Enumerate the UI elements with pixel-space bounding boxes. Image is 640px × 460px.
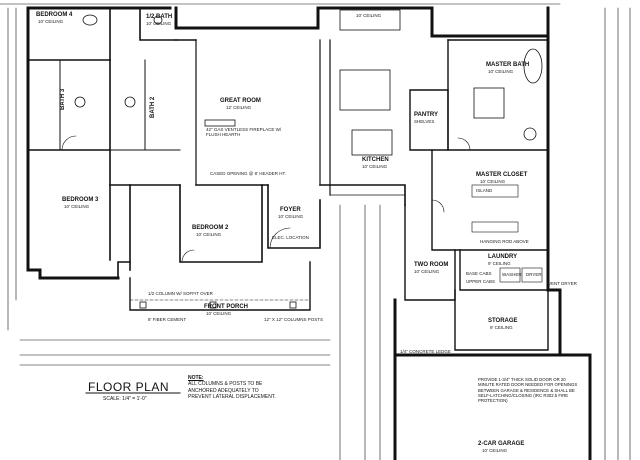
cased-opening-note: CASED OPENING @ 8' HEADER HT.: [210, 171, 286, 176]
bath3-label: BATH 3: [60, 88, 66, 110]
storage-label: STORAGE: [488, 318, 518, 324]
foyer-label: FOYER: [280, 207, 301, 213]
concrete-ledge-note: 1/4" CONCRETE LEDGE: [400, 349, 451, 354]
fiber-note: 8' FIBER CEMENT: [148, 317, 187, 322]
base-cabs-label: BASE CABS: [466, 271, 492, 276]
front-porch-ceiling: 10' CEILING: [206, 311, 232, 316]
garage-ceiling: 10' CEILING: [482, 448, 508, 453]
bedroom4-ceiling: 10' CEILING: [38, 19, 64, 24]
fireplace-note: 42" GAS VENTLESS FIREPLACE W/ FLUSH HEAR…: [206, 127, 282, 137]
master-bath-ceiling: 10' CEILING: [488, 69, 514, 74]
master-closet-label: MASTER CLOSET: [476, 172, 528, 178]
dining-ceiling: 10' CEILING: [356, 13, 382, 18]
foyer-ceiling: 10' CEILING: [278, 214, 304, 219]
two-room-ceiling: 10' CEILING: [414, 269, 440, 274]
bedroom2-label: BEDROOM 2: [192, 225, 229, 231]
great-room-label: GREAT ROOM: [220, 98, 261, 104]
kitchen-label: KITCHEN: [362, 157, 389, 163]
kitchen-ceiling: 10' CEILING: [362, 164, 388, 169]
bedroom3-ceiling: 10' CEILING: [64, 204, 90, 209]
pantry-label: PANTRY: [414, 112, 438, 118]
vent-dryer-label: VENT DRYER: [548, 281, 577, 286]
two-room-label: TWO ROOM: [414, 262, 449, 268]
dryer-label: DRYER: [526, 272, 542, 277]
front-porch-label: FRONT PORCH: [204, 304, 248, 310]
washer-label: WASHER: [502, 272, 522, 277]
bedroom2-ceiling: 10' CEILING: [196, 232, 222, 237]
island-label: ISLAND: [476, 188, 493, 193]
garage-door-note: PROVIDE 1-3/4" THICK SOLID DOOR OR 20 MI…: [478, 377, 578, 404]
floor-plan-title: FLOOR PLAN: [88, 380, 170, 394]
laundry-label: LAUNDRY: [488, 254, 518, 260]
note-heading: NOTE:: [188, 375, 204, 381]
half-bath-label: 1/2 BATH: [146, 14, 173, 20]
bath2-label: BATH 2: [150, 96, 156, 118]
beam-note: 12" X 12" COLUMNS POSTS: [264, 317, 323, 322]
half-bath-ceiling: 10' CEILING: [146, 21, 172, 26]
laundry-ceiling: 9' CEILING: [488, 261, 511, 266]
master-closet-ceiling: 10' CEILING: [480, 179, 506, 184]
bedroom4-label: BEDROOM 4: [36, 12, 73, 18]
note-body: ALL COLUMNS & POSTS TO BE ANCHORED ADEQU…: [188, 381, 276, 400]
scale-note: SCALE: 1/4" = 1'-0": [103, 396, 147, 402]
master-bath-label: MASTER BATH: [486, 62, 530, 68]
storage-ceiling: 9' CEILING: [490, 325, 513, 330]
elec-location-note: ELEC. LOCATION: [272, 235, 309, 240]
bedroom3-label: BEDROOM 3: [62, 197, 99, 203]
great-room-ceiling: 12' CEILING: [226, 105, 252, 110]
shelves-label: SHELVES: [414, 119, 435, 124]
soffit-note: 1/2 COLUMN W/ SOFFIT OVER: [148, 291, 213, 296]
column-note: NOTE: ALL COLUMNS & POSTS TO BE ANCHORED…: [188, 375, 278, 400]
hanging-rod-label: HANGING ROD ABOVE: [480, 239, 529, 244]
garage-label: 2-CAR GARAGE: [478, 441, 525, 447]
upper-cabs-label: UPPER CABS: [466, 279, 496, 284]
